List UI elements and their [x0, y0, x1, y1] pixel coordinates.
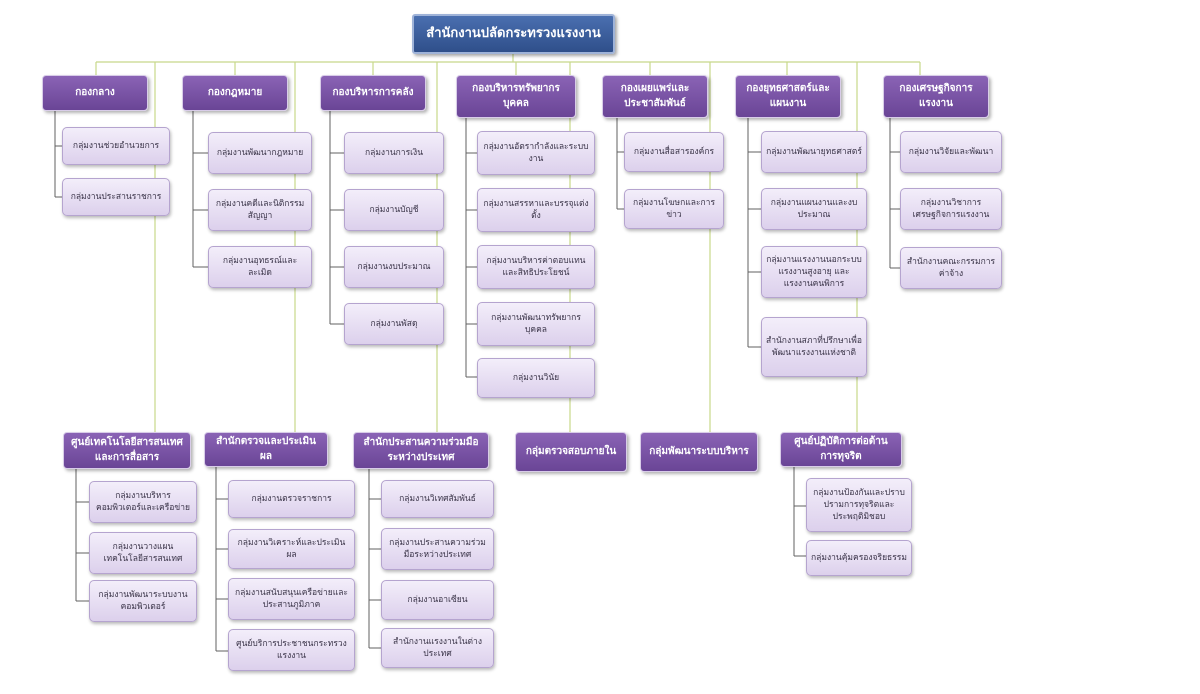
unit-box: กลุ่มงานวางแผนเทคโนโลยีสารสนเทศ	[89, 532, 197, 574]
center-head-anti-corruption: ศูนย์ปฏิบัติการต่อต้านการทุจริต	[780, 432, 902, 467]
unit-box: กลุ่มงานบัญชี	[344, 189, 444, 231]
unit-box: กลุ่มงานพัฒนาทรัพยากรบุคคล	[477, 302, 595, 346]
unit-box: กลุ่มงานสื่อสารองค์กร	[624, 132, 724, 172]
unit-box: กลุ่มงานป้องกันและปราบปรามการทุจริตและปร…	[806, 478, 912, 532]
unit-box: กลุ่มงานพัฒนากฎหมาย	[208, 132, 312, 174]
unit-box: กลุ่มงานบริหารคอมพิวเตอร์และเครือข่าย	[89, 481, 197, 523]
unit-box: ศูนย์บริการประชาชนกระทรวงแรงงาน	[228, 629, 355, 671]
unit-box: กลุ่มงานแรงงานนอกระบบ แรงงานสูงอายุ และแ…	[761, 246, 867, 298]
unit-box: กลุ่มงานคดีและนิติกรรมสัญญา	[208, 189, 312, 231]
division-head-human-resources: กองบริหารทรัพยากรบุคคล	[456, 75, 576, 118]
unit-box: กลุ่มงานประสานความร่วมมือระหว่างประเทศ	[381, 528, 494, 570]
unit-box: กลุ่มงานอุทธรณ์และละเมิด	[208, 246, 312, 288]
unit-box: กลุ่มงานพัฒนาระบบงานคอมพิวเตอร์	[89, 580, 197, 622]
division-head-legal: กองกฎหมาย	[182, 75, 288, 111]
unit-box: กลุ่มงานวินัย	[477, 358, 595, 398]
unit-box: กลุ่มงานการเงิน	[344, 132, 444, 174]
office-head-inspection: สำนักตรวจและประเมินผล	[204, 432, 328, 467]
unit-box: กลุ่มงานโฆษกและการข่าว	[624, 189, 724, 229]
unit-box: สำนักงานคณะกรรมการค่าจ้าง	[900, 247, 1002, 289]
unit-box: กลุ่มงานพัสดุ	[344, 303, 444, 345]
unit-box: สำนักงานสภาที่ปรึกษาเพื่อพัฒนาแรงงานแห่ง…	[761, 317, 867, 377]
unit-box: กลุ่มงานแผนงานและงบประมาณ	[761, 188, 867, 230]
unit-box: กลุ่มงานสนับสนุนเครือข่ายและประสานภูมิภา…	[228, 578, 355, 620]
unit-box: กลุ่มงานประสานราชการ	[62, 178, 170, 216]
unit-box: กลุ่มงานบริหารค่าตอบแทนและสิทธิประโยชน์	[477, 245, 595, 289]
division-head-labour-economics: กองเศรษฐกิจการแรงงาน	[883, 75, 989, 118]
unit-box: กลุ่มงานวิเคราะห์และประเมินผล	[228, 529, 355, 569]
unit-box: สำนักงานแรงงานในต่างประเทศ	[381, 628, 494, 668]
unit-box: กลุ่มงานคุ้มครองจริยธรรม	[806, 540, 912, 576]
unit-box: กลุ่มงานอัตรากำลังและระบบงาน	[477, 131, 595, 175]
division-head-finance: กองบริหารการคลัง	[320, 75, 426, 111]
division-head-strategy-planning: กองยุทธศาสตร์และแผนงาน	[735, 75, 841, 118]
center-head-ict: ศูนย์เทคโนโลยีสารสนเทศและการสื่อสาร	[63, 432, 191, 469]
unit-box: กลุ่มงานช่วยอำนวยการ	[62, 127, 170, 165]
unit-box: กลุ่มงานตรวจราชการ	[228, 480, 355, 518]
division-head-public-relations: กองเผยแพร่และประชาสัมพันธ์	[602, 75, 708, 118]
unit-box: กลุ่มงานวิชาการเศรษฐกิจการแรงงาน	[900, 188, 1002, 230]
root-office-box: สำนักงานปลัดกระทรวงแรงงาน	[412, 14, 615, 54]
group-head-internal-audit: กลุ่มตรวจสอบภายใน	[515, 432, 627, 472]
group-head-admin-development: กลุ่มพัฒนาระบบบริหาร	[640, 432, 758, 472]
unit-box: กลุ่มงานพัฒนายุทธศาสตร์	[761, 131, 867, 173]
unit-box: กลุ่มงานงบประมาณ	[344, 246, 444, 288]
unit-box: กลุ่มงานวิจัยและพัฒนา	[900, 131, 1002, 173]
unit-box: กลุ่มงานอาเซียน	[381, 580, 494, 620]
unit-box: กลุ่มงานวิเทศสัมพันธ์	[381, 480, 494, 518]
office-head-international-cooperation: สำนักประสานความร่วมมือระหว่างประเทศ	[353, 432, 489, 469]
division-head-general-affairs: กองกลาง	[42, 75, 148, 111]
unit-box: กลุ่มงานสรรหาและบรรจุแต่งตั้ง	[477, 188, 595, 232]
